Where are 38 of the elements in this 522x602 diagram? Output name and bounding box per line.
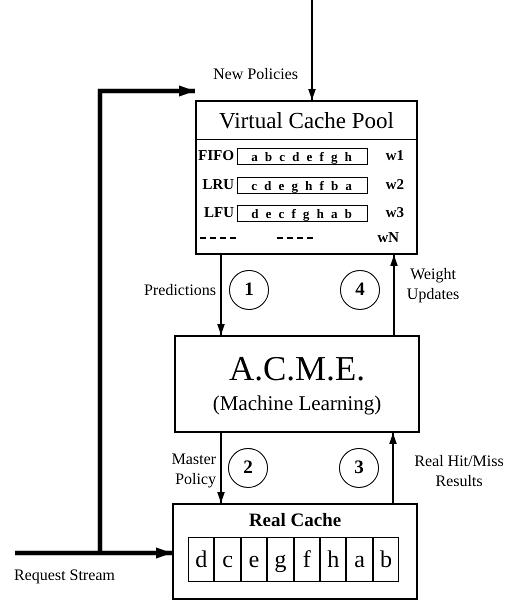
weight-label: w2 bbox=[384, 176, 404, 196]
arrow bbox=[15, 547, 172, 559]
edge-label: New Policies bbox=[212, 65, 298, 85]
arrow bbox=[98, 85, 195, 553]
edge-label: Real Hit/Miss Results bbox=[413, 452, 505, 492]
sequence-text: c d e g h f b a bbox=[251, 179, 354, 192]
arrow bbox=[217, 433, 225, 503]
cache-cell: d bbox=[188, 537, 214, 582]
policy-name: LFU bbox=[203, 204, 234, 224]
edge-label: Master Policy bbox=[170, 450, 216, 490]
edge-label: Request Stream bbox=[14, 566, 116, 586]
policy-name: LRU bbox=[201, 176, 234, 196]
weight-label: w3 bbox=[384, 204, 404, 224]
arrow bbox=[217, 255, 225, 335]
cache-cell: h bbox=[320, 537, 346, 582]
box-subtitle: (Machine Learning) bbox=[212, 390, 382, 417]
container-box bbox=[172, 503, 418, 600]
arrow bbox=[390, 255, 398, 335]
weight-label: wN bbox=[376, 229, 399, 248]
container-box bbox=[195, 100, 418, 255]
arrow bbox=[389, 433, 397, 503]
cache-cell: c bbox=[214, 537, 241, 582]
sequence-text: a b c d e f g h bbox=[251, 150, 354, 163]
policy-name: FIFO bbox=[197, 147, 234, 166]
process-box bbox=[174, 335, 420, 433]
cache-cell: a bbox=[346, 537, 373, 582]
cache-cell: f bbox=[294, 537, 320, 582]
arrow bbox=[308, 0, 316, 100]
box-title: Real Cache bbox=[248, 511, 342, 530]
box-title: A.C.M.E. bbox=[228, 351, 366, 386]
sequence-text: d e c f g h a b bbox=[251, 207, 354, 220]
edge-label: Weight Updates bbox=[406, 265, 460, 305]
cache-cell: b bbox=[372, 537, 400, 582]
cache-cell: g bbox=[267, 537, 294, 582]
box-title: Virtual Cache Pool bbox=[219, 109, 394, 132]
weight-label: w1 bbox=[384, 147, 404, 166]
edge-label: Predictions bbox=[143, 281, 216, 301]
cache-cell: e bbox=[240, 537, 268, 582]
